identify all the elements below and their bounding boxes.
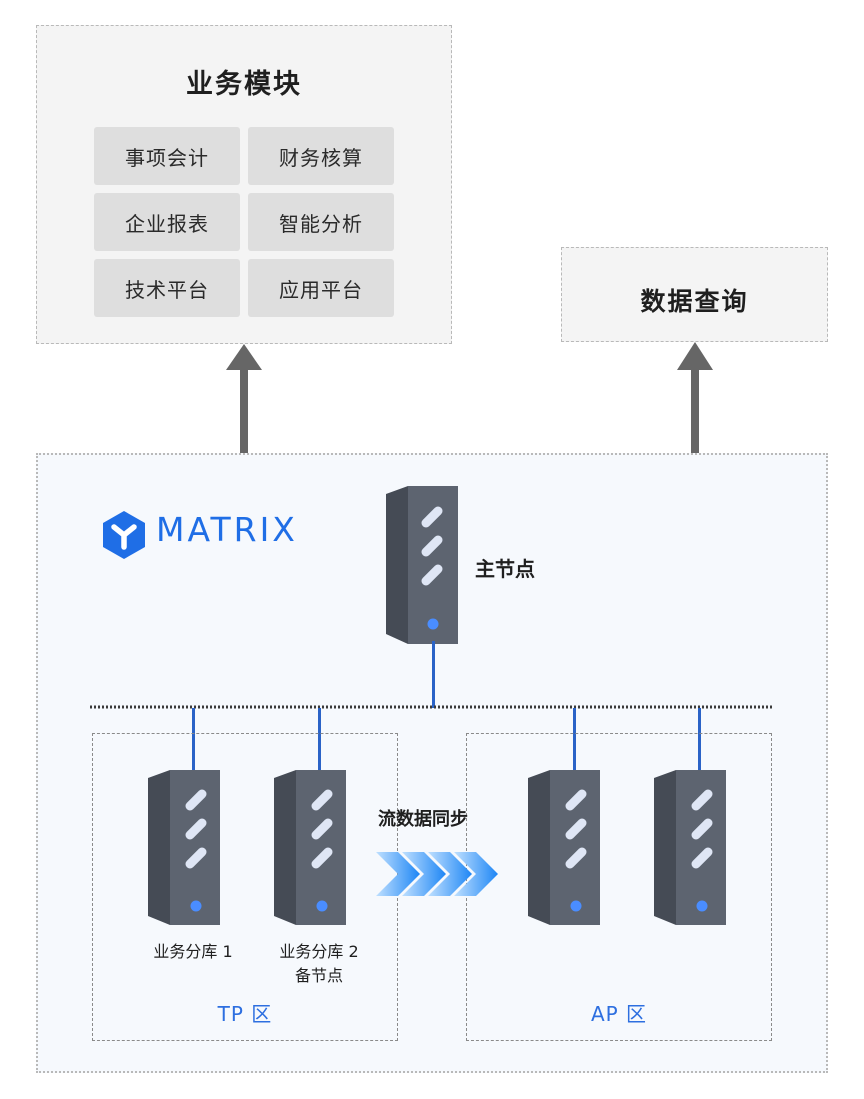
tp-node2-server-icon[interactable] xyxy=(274,770,346,925)
main-node-server-icon[interactable] xyxy=(386,486,458,644)
module-item-intelligent-analysis[interactable]: 智能分析 xyxy=(248,193,394,251)
up-arrow-to-query xyxy=(677,342,713,456)
sync-label: 流数据同步 xyxy=(378,809,468,830)
business-module-panel: 业务模块 事项会计 财务核算 企业报表 智能分析 技术平台 应用平台 xyxy=(36,25,452,344)
tp-zone-label: TP 区 xyxy=(217,1002,273,1026)
ap-node1-server-icon[interactable] xyxy=(528,770,600,925)
matrix-brand-text: MATRIX xyxy=(156,510,298,549)
tp-node2-link xyxy=(318,708,321,772)
ap-node1-link xyxy=(573,708,576,772)
module-item-accounting[interactable]: 事项会计 xyxy=(94,127,240,185)
tp-node1-server-icon[interactable] xyxy=(148,770,220,925)
module-item-enterprise-report[interactable]: 企业报表 xyxy=(94,193,240,251)
sync-chevron-arrows-icon xyxy=(376,852,498,896)
ap-node2-link xyxy=(698,708,701,772)
network-bus xyxy=(90,705,774,709)
module-item-app-platform[interactable]: 应用平台 xyxy=(248,259,394,317)
main-node-label: 主节点 xyxy=(475,557,535,581)
ap-zone-label: AP 区 xyxy=(590,1002,648,1026)
tp-node1-link xyxy=(192,708,195,772)
matrix-logo-icon xyxy=(103,511,145,559)
tp-node1-label: 业务分库 1 xyxy=(153,942,233,961)
main-node-link xyxy=(432,641,435,708)
module-item-financial-accounting[interactable]: 财务核算 xyxy=(248,127,394,185)
tp-node2-label: 业务分库 2 xyxy=(279,942,359,961)
tp-node2-sublabel: 备节点 xyxy=(294,966,343,985)
data-query-panel: 数据查询 xyxy=(561,247,828,342)
ap-node2-server-icon[interactable] xyxy=(654,770,726,925)
tp-zone: TP 区 xyxy=(92,733,398,1041)
module-item-tech-platform[interactable]: 技术平台 xyxy=(94,259,240,317)
ap-zone: AP 区 xyxy=(466,733,772,1041)
business-module-title: 业务模块 xyxy=(186,69,302,100)
data-query-title: 数据查询 xyxy=(640,287,749,316)
up-arrow-to-business xyxy=(226,344,262,456)
